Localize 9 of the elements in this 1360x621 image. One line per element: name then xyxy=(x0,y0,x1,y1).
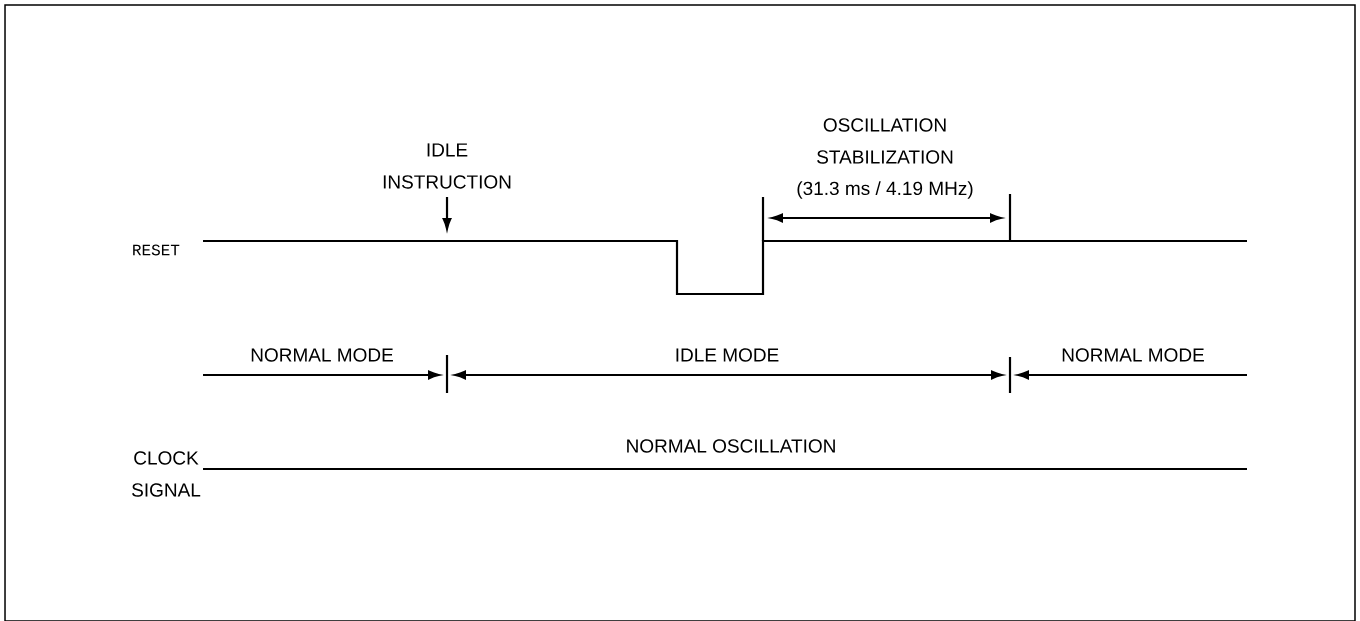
signal-label: RESET xyxy=(133,244,180,256)
mode-label: NORMAL MODE xyxy=(251,348,393,362)
mode-label: IDLE MODE xyxy=(676,348,779,362)
annotation-text: OSCILLATION STABILIZATION xyxy=(817,118,953,164)
signal-label: CLOCK SIGNAL xyxy=(132,451,201,497)
signal-state-label: NORMAL OSCILLATION xyxy=(627,439,835,453)
annotation-text: IDLE INSTRUCTION xyxy=(383,143,511,189)
duration-text: (31.3 ms / 4.19 MHz) xyxy=(797,181,973,199)
mode-label: NORMAL MODE xyxy=(1062,348,1204,362)
